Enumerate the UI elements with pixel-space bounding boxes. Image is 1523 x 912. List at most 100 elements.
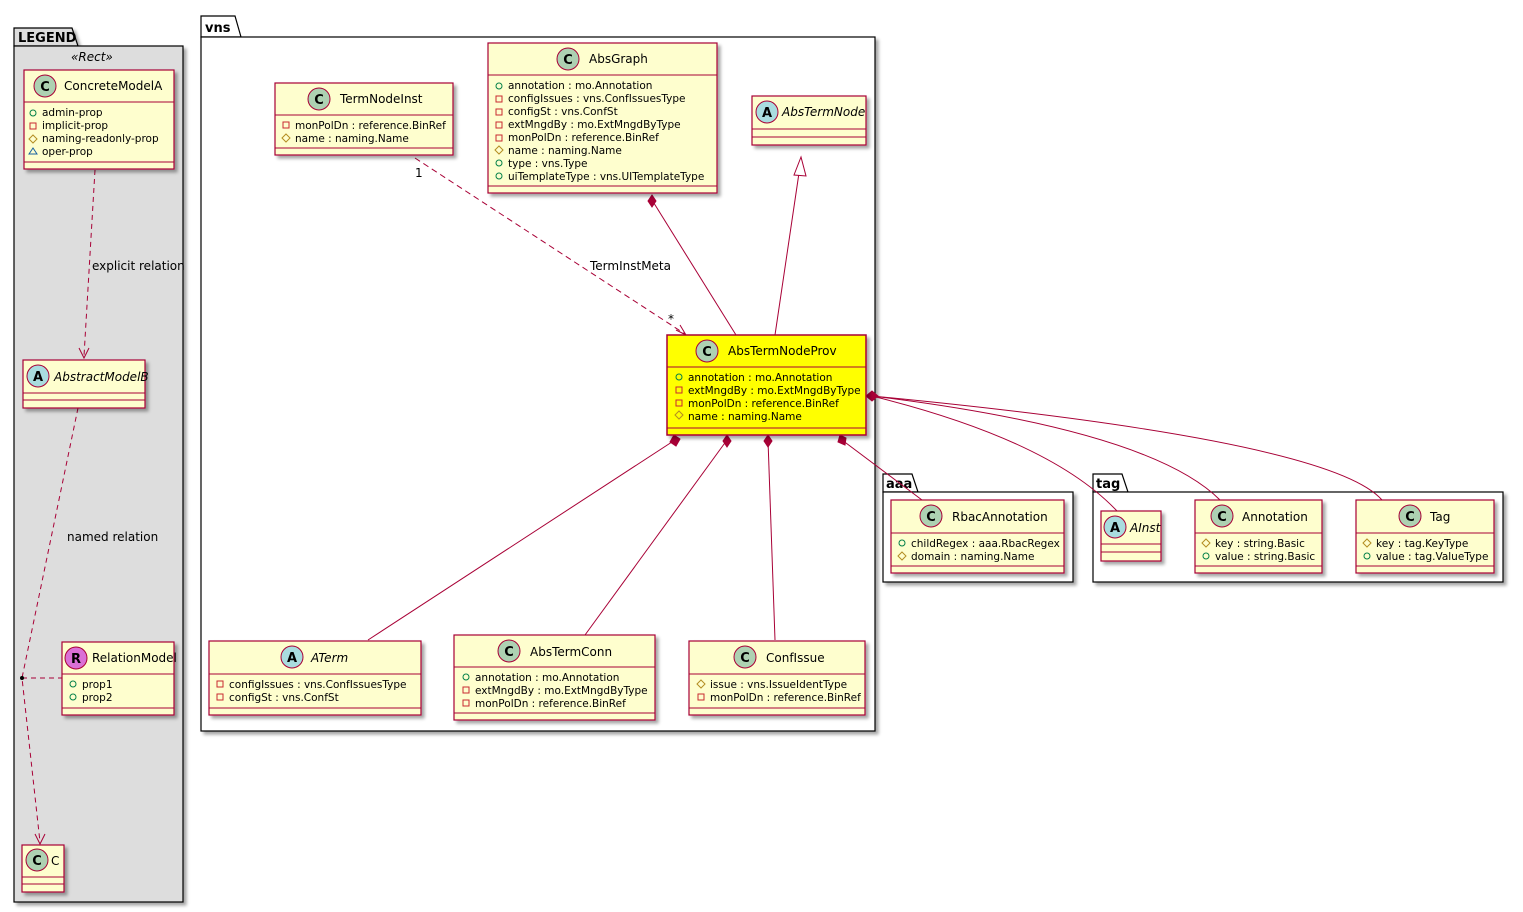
- class-concrete-model-a[interactable]: C ConcreteModelA admin-prop implicit-pro…: [23, 69, 175, 170]
- class-badge-icon: C: [1217, 510, 1227, 525]
- attribute: monPolDn : reference.BinRef: [475, 698, 626, 710]
- class-name: C: [51, 854, 59, 868]
- relation-badge-icon: R: [71, 652, 81, 667]
- class-relation-model[interactable]: R RelationModel prop1 prop2: [61, 641, 177, 716]
- multiplicity-many: *: [668, 312, 674, 326]
- attribute: uiTemplateType : vns.UITemplateType: [508, 171, 704, 183]
- diamond-aterm: [669, 434, 681, 447]
- private-icon: [495, 121, 503, 129]
- public-icon: [1363, 552, 1371, 560]
- composition-diamonds: [647, 194, 879, 448]
- public-icon: [1202, 552, 1210, 560]
- private-icon: [495, 134, 503, 142]
- named-relation-label: named relation: [67, 530, 158, 544]
- class-abs-graph[interactable]: C AbsGraph annotation : mo.Annotation co…: [487, 42, 718, 194]
- class-badge-icon: C: [40, 80, 50, 95]
- named-relation-line: [21, 407, 79, 843]
- class-name: AbstractModelB: [53, 370, 149, 384]
- package-tag-title: tag: [1096, 477, 1120, 492]
- class-name: ATerm: [310, 651, 348, 665]
- package-legend: LEGEND: [13, 27, 184, 903]
- class-a-inst[interactable]: A AInst: [1100, 510, 1162, 562]
- attribute: childRegex : aaa.RbacRegex: [911, 538, 1060, 550]
- attribute: value : string.Basic: [1215, 551, 1315, 563]
- public-icon: [898, 539, 906, 547]
- attribute: monPolDn : reference.BinRef: [295, 120, 446, 132]
- private-icon: [675, 399, 683, 407]
- class-badge-icon: C: [563, 53, 573, 68]
- class-rbac-annotation[interactable]: C RbacAnnotation childRegex : aaa.RbacRe…: [890, 499, 1065, 574]
- abstract-badge-icon: A: [762, 106, 772, 121]
- explicit-relation-arrow: [78, 347, 90, 360]
- annotation-composition-line: [871, 395, 1221, 501]
- class-name: AbsTermNodeProv: [728, 344, 837, 358]
- abstermconn-composition-line: [584, 439, 728, 636]
- attribute: annotation : mo.Annotation: [688, 372, 832, 384]
- class-term-node-inst[interactable]: C TermNodeInst monPolDn : reference.BinR…: [274, 82, 454, 156]
- package-vns-title: vns: [205, 21, 231, 36]
- protected-icon: [28, 134, 38, 144]
- inheritance-line: [774, 172, 800, 336]
- named-relation-arrow: [34, 833, 46, 846]
- attribute: key : tag.KeyType: [1376, 538, 1468, 550]
- diamond-rbac: [837, 434, 847, 446]
- class-badge-icon: C: [314, 93, 324, 108]
- attribute: configSt : vns.ConfSt: [229, 692, 339, 704]
- attribute: admin-prop: [42, 107, 103, 119]
- class-badge-icon: C: [740, 651, 750, 666]
- class-badge-icon: C: [504, 645, 514, 660]
- public-icon: [495, 159, 503, 167]
- class-annotation[interactable]: C Annotation key : string.Basic value : …: [1194, 499, 1323, 574]
- class-abstract-model-b[interactable]: A AbstractModelB: [22, 359, 149, 409]
- explicit-relation-line: [83, 169, 96, 357]
- public-icon: [462, 673, 470, 681]
- class-abs-term-conn[interactable]: C AbsTermConn annotation : mo.Annotation…: [453, 634, 656, 721]
- class-tag[interactable]: C Tag key : tag.KeyType value : tag.Valu…: [1355, 499, 1495, 574]
- class-badge-icon: C: [32, 854, 42, 869]
- attribute: configIssues : vns.ConfIssuesType: [229, 679, 407, 691]
- attribute: extMngdBy : mo.ExtMngdByType: [508, 119, 681, 131]
- class-name: Annotation: [1242, 510, 1308, 524]
- relation-junction-dot: [20, 676, 24, 680]
- class-a-term[interactable]: A ATerm configIssues : vns.ConfIssuesTyp…: [208, 640, 422, 716]
- class-conf-issue[interactable]: C ConfIssue issue : vns.IssueIdentType m…: [688, 640, 866, 716]
- protected-icon: [1201, 538, 1211, 548]
- diamond-prov-right: [865, 390, 879, 402]
- attribute: annotation : mo.Annotation: [508, 80, 652, 92]
- class-abs-term-node-prov[interactable]: C AbsTermNodeProv annotation : mo.Annota…: [666, 334, 867, 436]
- private-icon: [462, 686, 470, 694]
- class-name: RelationModel: [92, 651, 177, 665]
- relation-lines: [21, 157, 1383, 846]
- attribute: extMngdBy : mo.ExtMngdByType: [688, 385, 861, 397]
- legend-stereotype: «Rect»: [71, 50, 113, 64]
- attribute: issue : vns.IssueIdentType: [710, 679, 847, 691]
- diamond-abstermconn: [722, 434, 732, 448]
- attribute: key : string.Basic: [1215, 538, 1305, 550]
- class-c[interactable]: C C: [21, 844, 65, 893]
- protected-icon: [281, 133, 291, 143]
- explicit-relation-label: explicit relation: [92, 259, 185, 273]
- attribute: prop2: [82, 692, 113, 704]
- private-icon: [29, 122, 37, 130]
- class-abs-term-node[interactable]: A AbsTermNode: [751, 95, 867, 146]
- protected-icon: [696, 679, 706, 689]
- rbac-composition-line: [841, 439, 923, 501]
- class-name: AbsGraph: [589, 52, 648, 66]
- private-icon: [495, 108, 503, 116]
- tag-composition-line: [871, 395, 1383, 501]
- class-badge-icon: C: [1405, 510, 1415, 525]
- protected-icon: [897, 551, 907, 561]
- private-icon: [495, 95, 503, 103]
- attribute: monPolDn : reference.BinRef: [688, 398, 839, 410]
- protected-icon: [674, 410, 684, 420]
- attribute: annotation : mo.Annotation: [475, 672, 619, 684]
- protected-icon: [1362, 538, 1372, 548]
- class-name: AbsTermConn: [530, 645, 612, 659]
- protected-icon: [494, 145, 504, 155]
- aterm-composition-line: [367, 439, 676, 641]
- private-icon: [462, 699, 470, 707]
- abstract-badge-icon: A: [33, 370, 43, 385]
- attribute: configSt : vns.ConfSt: [508, 106, 618, 118]
- inheritance-arrowhead: [793, 155, 807, 177]
